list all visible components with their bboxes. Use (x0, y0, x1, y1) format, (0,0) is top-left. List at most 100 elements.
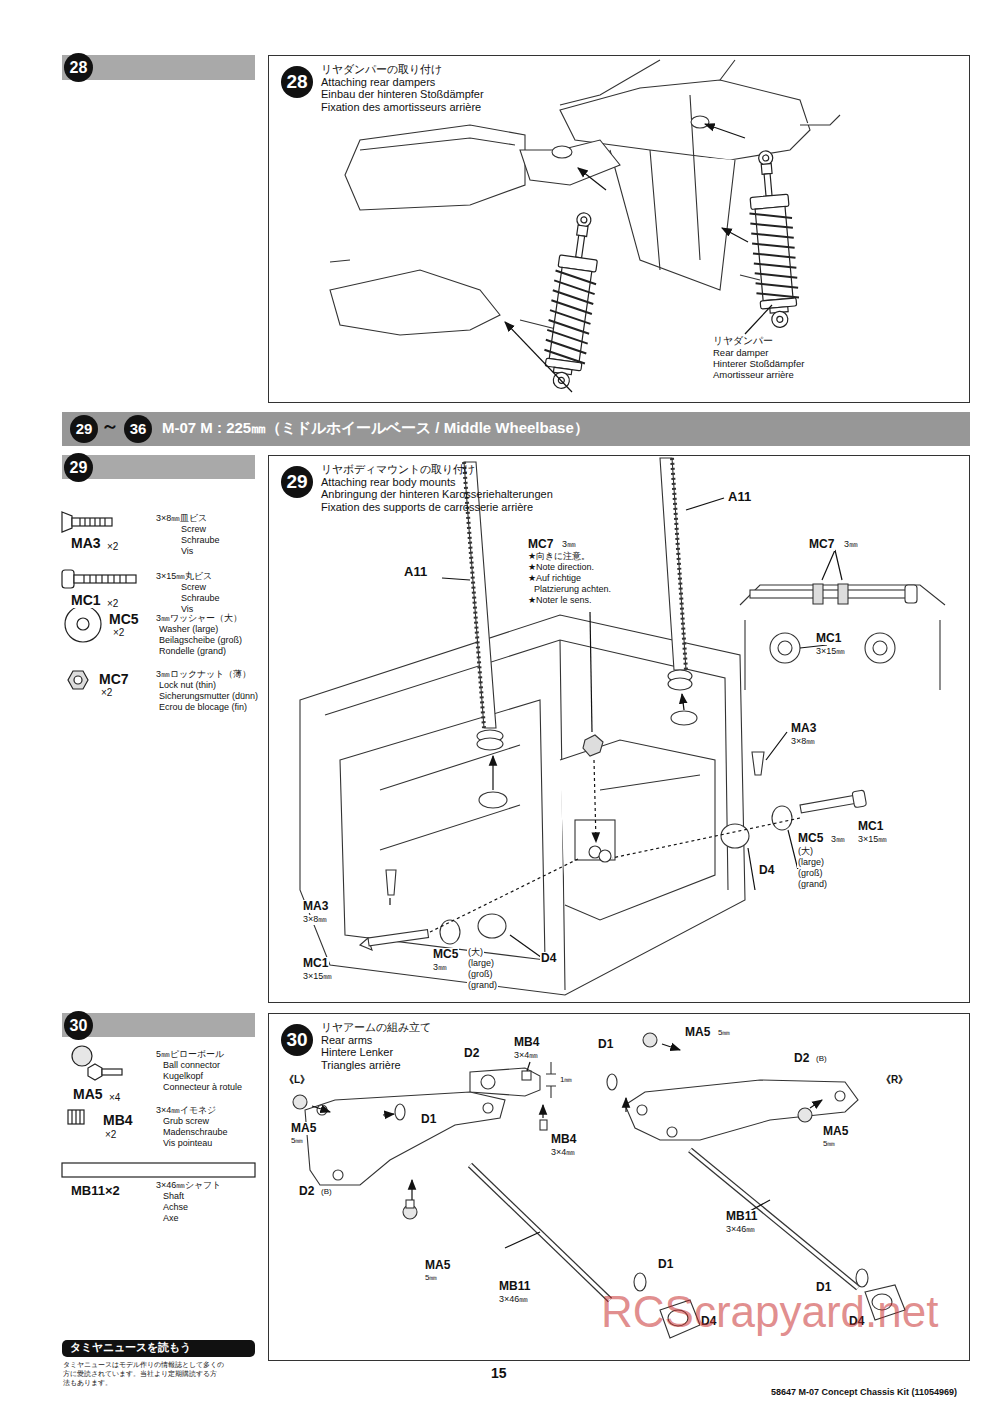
part-note: Amortisseur arrière (712, 370, 795, 380)
part-note: Grub screw (162, 1117, 210, 1127)
part-note: Lock nut (thin) (158, 681, 217, 691)
part-note: Screw (180, 583, 207, 593)
part-code: MA5 (424, 1259, 451, 1272)
part-note: (groß) (797, 869, 824, 879)
part-note: Schraube (180, 594, 221, 604)
part-note: 5㎜ (424, 1274, 438, 1283)
part-note: 3㎜ (432, 963, 448, 973)
part-note: 法もあります。 (62, 1379, 113, 1387)
part-note: Vis (180, 547, 194, 557)
step-title: Attaching rear dampers (321, 76, 435, 88)
step-header: 30 (62, 1013, 255, 1037)
part-note: 1㎜ (559, 1076, 573, 1085)
part-code: MB11 (725, 1210, 758, 1223)
step-header: 29 (62, 455, 255, 479)
part-note: ★Auf richtige (527, 574, 582, 584)
step-number: 29 (281, 466, 313, 498)
part-note: Madenschraube (162, 1128, 229, 1138)
step-title: Fixation des supports de carrosserie arr… (321, 501, 533, 513)
part-note: (large) (797, 858, 825, 868)
step-number: 28 (281, 66, 313, 98)
part-note: 3×15㎜ (815, 647, 846, 657)
part-note: (grand) (797, 880, 828, 890)
step-title: リヤダンパーの取り付け (321, 63, 442, 75)
part-note: (大) (797, 847, 814, 857)
part-code: D2 (298, 1185, 315, 1198)
part-note: 3×4㎜ (550, 1148, 576, 1158)
part-note: ×2 (112, 627, 125, 638)
body-mount-illustration (300, 458, 945, 995)
part-note: 3×8㎜ (790, 737, 816, 747)
assembly-arrows (505, 124, 772, 392)
part-note: Beilagscheibe (groß) (158, 636, 243, 646)
part-note: 3×46㎜ (498, 1295, 529, 1305)
part-note: ★Noter le sens. (527, 596, 593, 606)
part-note: Shaft (162, 1192, 185, 1202)
part-note: 5㎜ (822, 1140, 836, 1149)
step-title: タミヤニュースを読もう (70, 1341, 191, 1353)
part-note: (large) (467, 959, 495, 969)
part-code: MA5 (684, 1026, 711, 1039)
step-title: M-07 M : 225㎜（ミドルホイールベース / Middle Wheelb… (162, 420, 589, 437)
part-note: 5㎜ピローボール (155, 1050, 225, 1060)
part-note: Rondelle (grand) (158, 647, 227, 657)
part-note: Screw (180, 525, 207, 535)
part-code: MB11×2 (70, 1184, 121, 1198)
part-code: D1 (420, 1113, 437, 1126)
part-note: タミヤニュースはモデル作りの情報誌として多くの (62, 1361, 225, 1369)
part-note: (grand) (467, 981, 498, 991)
part-note: リヤダンパー (712, 336, 774, 346)
part-code: MA3 (70, 536, 102, 551)
part-code: 《L》 (283, 1074, 311, 1085)
part-note: 3×15㎜ (302, 972, 333, 982)
part-code: D2 (463, 1047, 480, 1060)
part-code: MC7 (808, 538, 835, 551)
part-note: Vis pointeau (162, 1139, 213, 1149)
part-note: 3㎜ワッシャー（大） (155, 614, 243, 624)
part-note: 3×8㎜皿ビス (155, 514, 208, 524)
part-code: MB11 (498, 1280, 531, 1293)
part-code: D4 (758, 864, 775, 877)
step-title: リヤボディマウントの取り付け (321, 463, 475, 475)
part-code: MA5 (72, 1087, 104, 1102)
part-code: D2 (793, 1052, 810, 1065)
assembly-arrows (312, 1044, 822, 1248)
part-note: 3×15㎜丸ビス (155, 572, 213, 582)
part-note: (B) (320, 1188, 333, 1197)
part-code: MC5 (432, 948, 459, 961)
part-note: Ecrou de blocage (fin) (158, 703, 248, 713)
part-code: MC1 (70, 593, 102, 608)
part-note: Connecteur à rotule (162, 1083, 243, 1093)
part-code: D1 (597, 1038, 614, 1051)
step-title: ～ (101, 417, 119, 437)
part-note: Kugelkopf (162, 1072, 204, 1082)
part-code: MA3 (790, 722, 817, 735)
step-panel: 28リヤダンパーの取り付けAttaching rear dampersEinba… (268, 55, 970, 403)
part-note: Platzierung achten. (533, 585, 612, 595)
part-note: 3㎜ロックナット（薄） (155, 670, 252, 680)
step-title: Triangles arrière (321, 1059, 401, 1071)
section-band: 29～36M-07 M : 225㎜（ミドルホイールベース / Middle W… (62, 412, 970, 446)
part-note: Achse (162, 1203, 189, 1213)
part-note: Axe (162, 1214, 180, 1224)
step-number: 28 (64, 53, 93, 82)
step-number: 29 (70, 415, 98, 443)
part-code: MC1 (815, 632, 842, 645)
part-note: 3×46㎜シャフト (155, 1181, 222, 1191)
part-note: Rear damper (712, 348, 769, 358)
part-code: 58647 M-07 Concept Chassis Kit (11054969… (770, 1388, 958, 1398)
part-code: MC5 (108, 612, 140, 627)
part-code: A11 (403, 565, 428, 579)
part-note: 3×15㎜ (857, 835, 888, 845)
part-code: MA5 (290, 1122, 317, 1135)
step-title: Anbringung der hinteren Karosseriehalter… (321, 488, 553, 500)
part-note: 3㎜ (843, 540, 859, 550)
part-note: 3×4㎜イモネジ (155, 1106, 217, 1116)
part-note: ×2 (100, 687, 113, 698)
part-code: A11 (727, 490, 752, 504)
news-badge: タミヤニュースを読もう (62, 1340, 255, 1357)
part-note: Schraube (180, 536, 221, 546)
part-note: 3×8㎜ (302, 915, 328, 925)
